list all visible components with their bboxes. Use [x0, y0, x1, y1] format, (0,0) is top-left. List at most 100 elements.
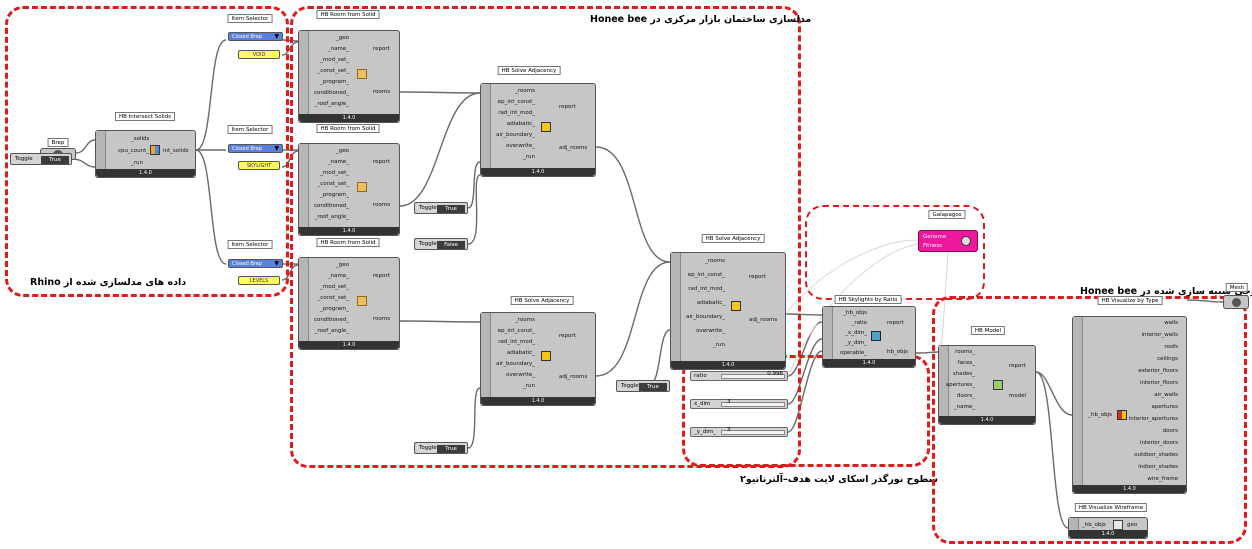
mesh-param[interactable]	[1223, 295, 1249, 309]
zui-input-column	[299, 144, 309, 227]
zui-input-column	[1069, 518, 1079, 530]
input-pin: ep_int_const_	[687, 272, 725, 278]
wireframe-title: HB Visualize Wireframe	[1074, 503, 1148, 512]
output-pin: adj_rooms	[749, 317, 778, 323]
selector-title: Item Selector	[227, 240, 273, 249]
solve-adjacency-component[interactable]: _rooms ep_int_const_ rad_int_mod_ adiaba…	[670, 252, 786, 370]
run-toggle[interactable]: Toggle True	[10, 153, 72, 165]
input-pin: adiabatic_	[506, 121, 535, 127]
intersect-component[interactable]: _solids cpu_count_ _run int_solids 1.4.0	[95, 130, 196, 178]
toggle-label: Toggle	[419, 241, 437, 247]
mesh-title: Mesh	[1225, 283, 1249, 292]
output-pin: exterior_floors	[1138, 368, 1178, 374]
toggle-value: False	[437, 240, 465, 249]
selector-item[interactable]: Closed Brep▼	[228, 32, 283, 41]
output-pin: report	[373, 273, 390, 279]
output-pin: ceilings	[1157, 356, 1178, 362]
visualize-by-type-component[interactable]: _hb_objs walls interior_walls roofs ceil…	[1072, 316, 1187, 494]
version-bar: 1.4.0	[1073, 485, 1186, 493]
group-skylight	[682, 355, 930, 467]
input-pin: _mod_set_	[320, 57, 349, 63]
group-rhino-data	[5, 6, 289, 297]
room-box-icon	[357, 296, 367, 306]
slider-track[interactable]	[721, 374, 785, 379]
wire	[915, 351, 939, 354]
toggle-label: Toggle	[621, 383, 639, 389]
input-pin: rad_int_mod_	[498, 339, 535, 345]
output-pin: adj_rooms	[559, 374, 588, 380]
selector-item[interactable]: Closed Brep▼	[228, 259, 283, 268]
room-from-solid-component[interactable]: _geo _name_ _mod_set_ _const_set_ _progr…	[298, 30, 400, 123]
room-title: HB Room from Solid	[316, 238, 380, 247]
input-pin: rooms_	[955, 349, 975, 355]
version-bar: 1.4.0	[481, 397, 595, 405]
selector-title: Item Selector	[227, 125, 273, 134]
input-pin: air_boundary_	[496, 361, 535, 367]
version-bar: 1.4.0	[939, 416, 1035, 424]
output-pin: rooms	[373, 89, 391, 95]
wire	[195, 149, 227, 265]
selector-value[interactable]: LEVELS	[238, 276, 280, 285]
output-pin: report	[373, 46, 390, 52]
selector-value[interactable]: VOID	[238, 50, 280, 59]
toggle-label: Toggle	[15, 156, 33, 162]
slider-value: 3	[727, 399, 731, 405]
hb-model-component[interactable]: rooms_ faces_ shades_ apertures_ doors_ …	[938, 345, 1036, 425]
visualize-wireframe-component[interactable]: _hb_objs geo 1.4.0	[1068, 517, 1148, 539]
wire	[787, 321, 823, 377]
slider-value: 3	[727, 427, 731, 433]
input-pin: _hb_objs	[1088, 412, 1112, 418]
input-pin: _y_dim_	[845, 340, 867, 346]
input-pin: _roof_angle_	[314, 328, 349, 334]
room-from-solid-component[interactable]: _geo _name_ _mod_set_ _const_set_ _progr…	[298, 143, 400, 236]
selector-value[interactable]: SKYLIGHT	[238, 161, 280, 170]
input-pin: _const_set_	[317, 295, 349, 301]
output-pin: adj_rooms	[559, 145, 588, 151]
input-pin: _run	[131, 160, 143, 166]
input-pin: _ratio	[851, 320, 867, 326]
room-box-icon	[357, 69, 367, 79]
room-from-solid-component[interactable]: _geo _name_ _mod_set_ _const_set_ _progr…	[298, 257, 400, 350]
input-pin: _mod_set_	[320, 284, 349, 290]
output-pin: interior_doors	[1139, 440, 1178, 446]
version-bar: 1.4.0	[823, 359, 915, 367]
output-pin: interior_apertures	[1128, 416, 1178, 422]
wire	[785, 313, 823, 316]
skylight-icon	[871, 331, 881, 341]
input-pin: overwrite_	[506, 372, 535, 378]
wire	[595, 261, 671, 377]
input-pin: _geo	[336, 35, 349, 41]
solve-adjacency-component[interactable]: _rooms ep_int_const_ rad_int_mod_ adiaba…	[480, 312, 596, 406]
wire	[195, 39, 227, 151]
input-pin: ep_int_const_	[497, 328, 535, 334]
selector-item-label: Closed Brep	[232, 146, 263, 152]
adjacency-icon	[731, 301, 741, 311]
output-pin: indoor_shades	[1138, 464, 1178, 470]
model-title: HB Model	[970, 326, 1006, 335]
toggle-value: True	[437, 444, 465, 453]
slider-track[interactable]	[721, 430, 785, 435]
galapagos-component[interactable]: Genome Fitness	[918, 230, 978, 252]
skylights-component[interactable]: _hb_objs _ratio _x_dim_ _y_dim_ operable…	[822, 306, 916, 368]
input-pin: _run	[523, 383, 535, 389]
output-pin: model	[1009, 393, 1027, 399]
input-pin: conditioned_	[313, 90, 349, 96]
y-dim-slider[interactable]: _y_dim_3	[690, 427, 788, 437]
toggle-value: True	[41, 155, 69, 164]
solve-adjacency-component[interactable]: _rooms ep_int_const_ rad_int_mod_ adiaba…	[480, 83, 596, 177]
zui-input-column	[1073, 317, 1083, 485]
slider-track[interactable]	[721, 402, 785, 407]
selector-item[interactable]: Closed Brep▼	[228, 144, 283, 153]
input-pin: conditioned_	[313, 317, 349, 323]
output-pin: report	[373, 159, 390, 165]
galapagos-fitness-label: Fitness	[923, 243, 943, 249]
output-pin: report	[749, 274, 766, 280]
output-pin: air_walls	[1154, 392, 1178, 398]
